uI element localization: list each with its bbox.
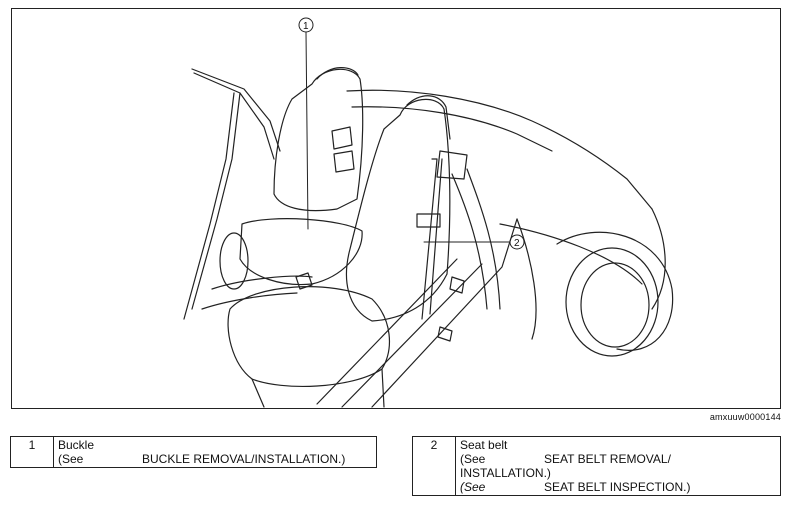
driver-seat-cushion [227, 286, 391, 388]
legend-reference-continuation[interactable]: INSTALLATION.) [460, 466, 551, 480]
legend-table-seat-belt: 2 Seat belt (See SEAT BELT REMOVAL/ INSTA… [412, 436, 781, 496]
rear-wheel-arch [556, 231, 674, 351]
figure-id-code: amxuuw0000144 [709, 412, 781, 422]
car-interior-line-drawing: 1 2 [183, 17, 674, 408]
passenger-seat-back [273, 68, 364, 212]
legend-reference: (See BUCKLE REMOVAL/INSTALLATION.) [58, 452, 372, 466]
reference-link-seat-belt-removal[interactable]: SEAT BELT REMOVAL/ [544, 452, 671, 466]
rear-tire-inner [580, 262, 650, 348]
rear-deck [346, 89, 653, 210]
b-pillar [451, 168, 501, 310]
belt-tongue [416, 213, 441, 228]
center-console [201, 275, 313, 310]
door-sill [316, 218, 518, 408]
passenger-headrest [316, 67, 359, 80]
rear-tire [565, 247, 659, 357]
legend-description: Seat belt (See SEAT BELT REMOVAL/ INSTALL… [455, 436, 781, 496]
pillar-anchor [437, 276, 465, 342]
floor-buckle [295, 272, 313, 290]
see-prefix: (See [460, 452, 486, 466]
legend-description: Buckle (See BUCKLE REMOVAL/INSTALLATION.) [53, 436, 377, 468]
steering-wheel [219, 232, 249, 290]
callout-1-label: 1 [303, 21, 309, 32]
see-prefix: (See [460, 480, 486, 494]
legend-reference: (See SEAT BELT REMOVAL/ [460, 452, 776, 466]
rear-trim-panel [331, 126, 355, 173]
legend-table-buckle: 1 Buckle (See BUCKLE REMOVAL/INSTALLATION… [10, 436, 377, 468]
reference-link-buckle-removal[interactable]: BUCKLE REMOVAL/INSTALLATION.) [142, 452, 346, 466]
rear-deck-inner [351, 106, 553, 152]
see-prefix: (See [58, 452, 84, 466]
passenger-seat-cushion [239, 218, 363, 286]
legend-part-name: Seat belt [460, 438, 508, 452]
seat-belt-diagram: 1 2 [11, 8, 781, 409]
legend-number: 2 [412, 436, 456, 496]
reference-link-seat-belt-inspection[interactable]: SEAT BELT INSPECTION.) [544, 480, 691, 494]
driver-headrest [406, 95, 451, 140]
legend-row: 2 Seat belt (See SEAT BELT REMOVAL/ INSTA… [412, 436, 781, 496]
legend-row: 1 Buckle (See BUCKLE REMOVAL/INSTALLATION… [10, 436, 377, 468]
legend-part-name: Buckle [58, 438, 95, 452]
legend-reference: (See SEAT BELT INSPECTION.) [460, 480, 776, 494]
windshield-frame [183, 68, 281, 320]
callout-1-leader [305, 31, 309, 230]
driver-seat-side [251, 368, 385, 408]
seat-belt-webbing [421, 158, 443, 320]
callout-2-label: 2 [514, 238, 520, 249]
legend-number: 1 [10, 436, 54, 468]
driver-seat-back [345, 98, 451, 322]
belt-retractor [436, 150, 468, 180]
